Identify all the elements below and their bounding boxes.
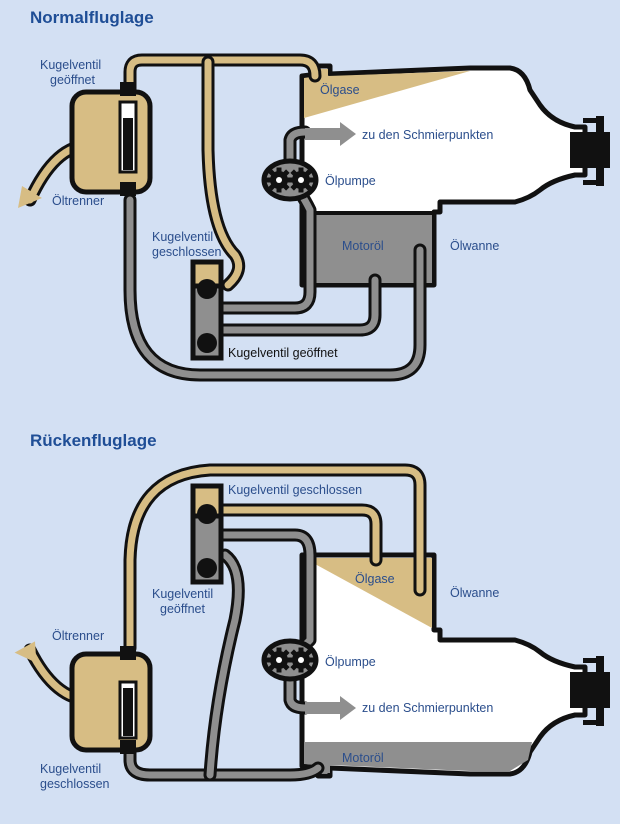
title-normal: Normalfluglage: [30, 8, 154, 27]
lube-arrow-inverted: [305, 696, 356, 720]
label-kugelventil-geoeffnet-1: Kugelventil: [40, 58, 101, 72]
oil-separator: [69, 82, 153, 196]
label-oelgase-inverted: Ölgase: [355, 572, 395, 586]
label-oelwanne-inverted: Ölwanne: [450, 586, 499, 600]
gas-zone-inverted: [304, 558, 432, 628]
label-oeltrenner: Öltrenner: [52, 194, 104, 208]
valve-block-inverted: [190, 483, 224, 585]
oil-pump-inverted: [261, 638, 319, 682]
gas-zone: [304, 69, 470, 118]
label-schmierpunkte: zu den Schmierpunkten: [362, 128, 493, 142]
label-kugelventil-geschlossen-1: Kugelventil: [152, 230, 213, 244]
propeller-hub-inverted: [570, 656, 610, 726]
label-schmierpunkte-inverted: zu den Schmierpunkten: [362, 701, 493, 715]
label-oelgase: Ölgase: [320, 83, 360, 97]
gas-pipes-inverted: [23, 463, 427, 707]
label-oelpumpe-inverted: Ölpumpe: [325, 655, 376, 669]
label-kugelventil-geschlossen-2: geschlossen: [152, 245, 222, 259]
oil-separator-inverted: [69, 646, 153, 754]
oil-sump: [304, 213, 432, 283]
label-oelpumpe: Ölpumpe: [325, 174, 376, 188]
diagram-inverted: Kugelventil geschlossen Ölgase Ölwanne K…: [14, 463, 610, 791]
label-motoroel-inverted: Motoröl: [342, 751, 384, 765]
label-oeltrenner-inverted: Öltrenner: [52, 629, 104, 643]
oil-pump: [261, 158, 319, 202]
lube-arrow: [305, 122, 356, 146]
label-kugelventil-geschlossen-inv-1: Kugelventil: [40, 762, 101, 776]
exhaust-arrow-inverted: [14, 641, 37, 663]
propeller-hub: [570, 116, 610, 186]
label-kugelventil-geschlossen-inv-2: geschlossen: [40, 777, 110, 791]
label-kugelventil-geoeffnet-2: geöffnet: [50, 73, 95, 87]
valve-block-normal: [190, 259, 224, 361]
oil-zone-inverted: [304, 742, 532, 773]
exhaust-arrow: [18, 186, 42, 208]
diagram-normal: Kugelventil geöffnet Öltrenner Ölgase zu…: [18, 53, 610, 382]
label-kugelventil-geschlossen-top: Kugelventil geschlossen: [228, 483, 362, 497]
title-inverted: Rückenfluglage: [30, 431, 157, 450]
label-motoroel: Motoröl: [342, 239, 384, 253]
label-oelwanne: Ölwanne: [450, 239, 499, 253]
label-kugelventil-geoeffnet-inv-2: geöffnet: [160, 602, 205, 616]
label-kugelventil-unten: Kugelventil geöffnet: [228, 346, 338, 360]
engine-crankcase-inverted: [299, 552, 588, 779]
label-kugelventil-geoeffnet-inv-1: Kugelventil: [152, 587, 213, 601]
